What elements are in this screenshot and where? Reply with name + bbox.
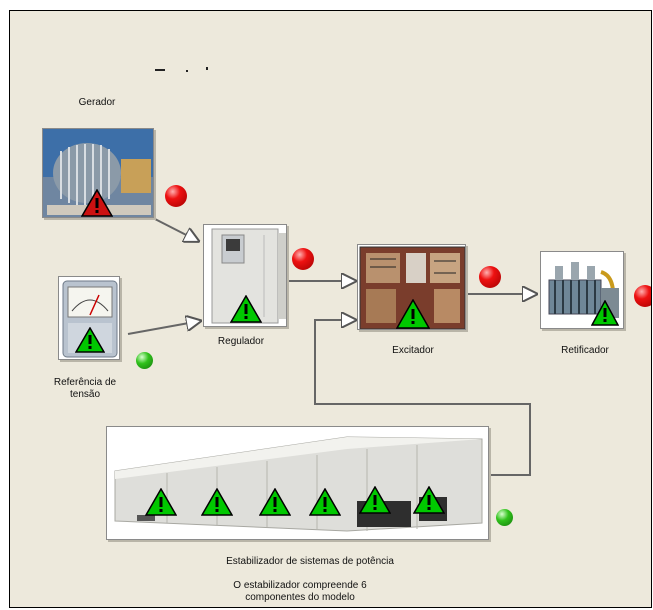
referencia-status-led[interactable]: [136, 352, 153, 369]
stray-mark: [155, 69, 165, 71]
diagram-canvas: Gerador: [9, 10, 652, 608]
referencia-block[interactable]: [58, 276, 120, 360]
gerador-block[interactable]: [42, 128, 154, 218]
warning-triangle-icon: [201, 488, 233, 516]
stray-mark: [206, 67, 208, 70]
excitador-label: Excitador: [392, 345, 434, 356]
retificador-label: Retificador: [561, 345, 609, 356]
warning-triangle-icon: [396, 299, 430, 329]
excitador-status-led[interactable]: [479, 266, 501, 288]
warning-triangle-icon: [75, 327, 105, 353]
warning-triangle-icon: [259, 488, 291, 516]
warning-triangle-icon: [413, 486, 445, 514]
retificador-status-led[interactable]: [634, 285, 651, 307]
gerador-status-led[interactable]: [165, 185, 187, 207]
referencia-label-line2: tensão: [69, 389, 101, 400]
regulador-block[interactable]: [203, 224, 287, 327]
voltmeter-image: [62, 280, 118, 358]
estabilizador-note-line1: O estabilizador compreende 6: [233, 580, 367, 591]
estabilizador-block[interactable]: [106, 426, 489, 540]
warning-triangle-icon: [230, 295, 262, 323]
warning-triangle-icon: [359, 486, 391, 514]
link-estabilizador-excitador: [314, 320, 531, 476]
referencia-label-line1: Referência de: [53, 377, 117, 388]
excitador-block[interactable]: [357, 244, 466, 330]
warning-triangle-icon: [81, 189, 113, 217]
gerador-label: Gerador: [78, 97, 116, 108]
stray-mark: [186, 70, 188, 72]
warning-triangle-icon: [145, 488, 177, 516]
rectifier-transformer-image: [548, 262, 619, 318]
estabilizador-status-led[interactable]: [496, 509, 513, 526]
stabilizer-cabinet-image: [114, 436, 483, 532]
regulador-label: Regulador: [217, 336, 265, 347]
regulador-status-led[interactable]: [292, 248, 314, 270]
estabilizador-note-line2: componentes do modelo: [245, 592, 355, 603]
warning-triangle-icon: [309, 488, 341, 516]
link-gerador-regulador: [152, 217, 198, 241]
warning-triangle-icon: [591, 300, 619, 326]
retificador-block[interactable]: [540, 251, 624, 329]
link-referencia-regulador: [127, 321, 200, 335]
connectors: [127, 217, 652, 476]
estabilizador-label: Estabilizador de sistemas de potência: [226, 556, 394, 567]
